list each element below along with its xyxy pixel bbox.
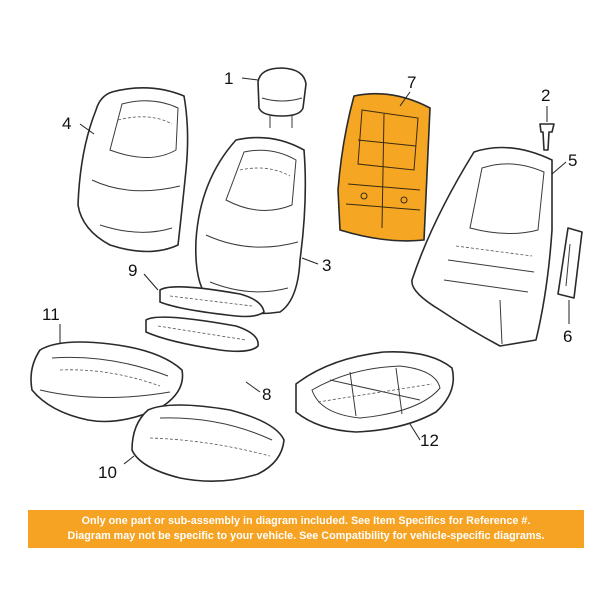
callout-11: 11 — [42, 305, 60, 324]
leader-12 — [409, 423, 421, 441]
callout-6: 6 — [563, 327, 572, 346]
seat-back-panel-part — [194, 136, 307, 315]
callout-4: 4 — [62, 114, 71, 133]
leader-4 — [79, 123, 95, 135]
callout-labels: 1 2 3 4 5 6 7 8 9 10 11 12 — [42, 69, 577, 482]
leader-9 — [143, 273, 159, 291]
leader-10 — [123, 455, 135, 465]
callout-1: 1 — [224, 69, 233, 88]
disclaimer-line-2: Diagram may not be specific to your vehi… — [67, 530, 545, 542]
disclaimer-line-1: Only one part or sub-assembly in diagram… — [81, 515, 531, 527]
disclaimer-banner: Only one part or sub-assembly in diagram… — [28, 510, 584, 548]
leader-1 — [241, 77, 259, 81]
cushion-trim-upper-part — [159, 286, 265, 318]
leader-lines — [59, 77, 570, 465]
seat-back-frame-panel-part — [337, 92, 431, 242]
callout-7: 7 — [407, 73, 416, 92]
callout-2: 2 — [541, 86, 550, 105]
callout-9: 9 — [128, 261, 137, 280]
callout-12: 12 — [420, 431, 439, 450]
callout-10: 10 — [98, 463, 117, 482]
seat-cushion-frame-part — [295, 351, 455, 433]
seat-back-frame-part — [411, 146, 553, 347]
callout-8: 8 — [262, 385, 271, 404]
cushion-trim-lower-part — [145, 316, 259, 353]
callout-5: 5 — [568, 151, 577, 170]
leader-7 — [399, 91, 411, 107]
seat-cushion-pad-part — [131, 404, 285, 482]
callout-3: 3 — [322, 256, 331, 275]
leader-5 — [551, 161, 567, 175]
seat-back-cover-part — [77, 87, 189, 253]
clip-part — [539, 123, 555, 151]
headrest-part — [257, 67, 307, 128]
leader-3 — [301, 257, 319, 265]
leader-8 — [245, 381, 261, 393]
side-trim-part — [557, 227, 583, 299]
